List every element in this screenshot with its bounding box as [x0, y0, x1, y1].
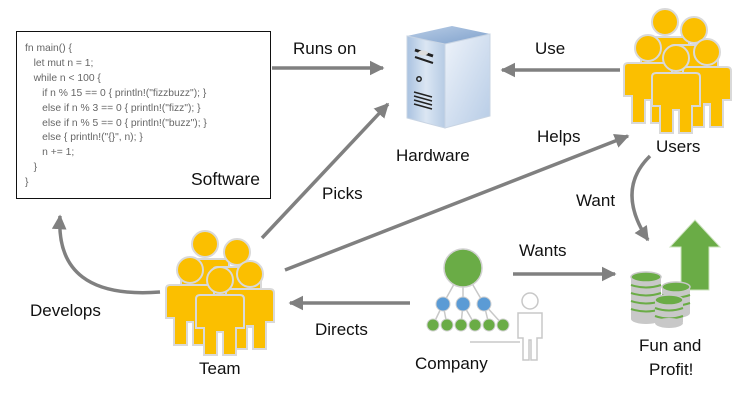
arrow-develops — [51, 214, 161, 295]
arrow-picks — [260, 102, 390, 240]
hardware-label: Hardware — [396, 146, 470, 165]
arrow-want — [630, 154, 652, 242]
team-icon — [165, 230, 275, 356]
fun-and-profit-label-line2: Profit! — [649, 360, 694, 379]
team-label: Team — [199, 359, 241, 378]
edge-label-runs-on: Runs on — [293, 39, 357, 58]
coins-icon — [630, 271, 691, 328]
up-arrow-icon — [668, 219, 722, 291]
code-line: fn main() { — [25, 43, 72, 54]
code-line: n += 1; — [25, 147, 75, 159]
code-line: while n < 100 { — [25, 72, 101, 84]
code-line: let mut n = 1; — [25, 57, 94, 69]
edge-label-wants: Wants — [519, 241, 567, 260]
person-outline-icon — [470, 292, 543, 361]
software-label: Software — [190, 169, 260, 189]
org-chart-icon — [426, 248, 510, 332]
code-line: if n % 15 == 0 { println!("fizzbuzz"); } — [25, 87, 207, 99]
users-label: Users — [656, 137, 701, 156]
code-line: } — [25, 177, 29, 189]
server-icon — [406, 26, 491, 129]
edge-label-use: Use — [535, 39, 566, 58]
software-node: fn main() { let mut n = 1; while n < 100… — [16, 31, 271, 199]
arrow-helps — [284, 133, 630, 272]
users-icon — [623, 8, 732, 134]
code-listing: fn main() { let mut n = 1; while n < 100… — [25, 42, 207, 191]
edge-label-helps: Helps — [537, 127, 581, 146]
code-line: else { println!("{}", n); } — [25, 132, 143, 144]
edge-label-want: Want — [576, 191, 616, 210]
edge-label-picks: Picks — [322, 184, 363, 203]
edge-label-directs: Directs — [315, 320, 368, 339]
edge-label-develops: Develops — [30, 301, 101, 320]
code-line: else if n % 5 == 0 { println!("buzz"); } — [25, 117, 207, 129]
code-line: else if n % 3 == 0 { println!("fizz"); } — [25, 102, 201, 114]
company-label: Company — [415, 354, 488, 373]
code-line: } — [25, 162, 38, 174]
fun-and-profit-label-line1: Fun and — [639, 336, 702, 355]
